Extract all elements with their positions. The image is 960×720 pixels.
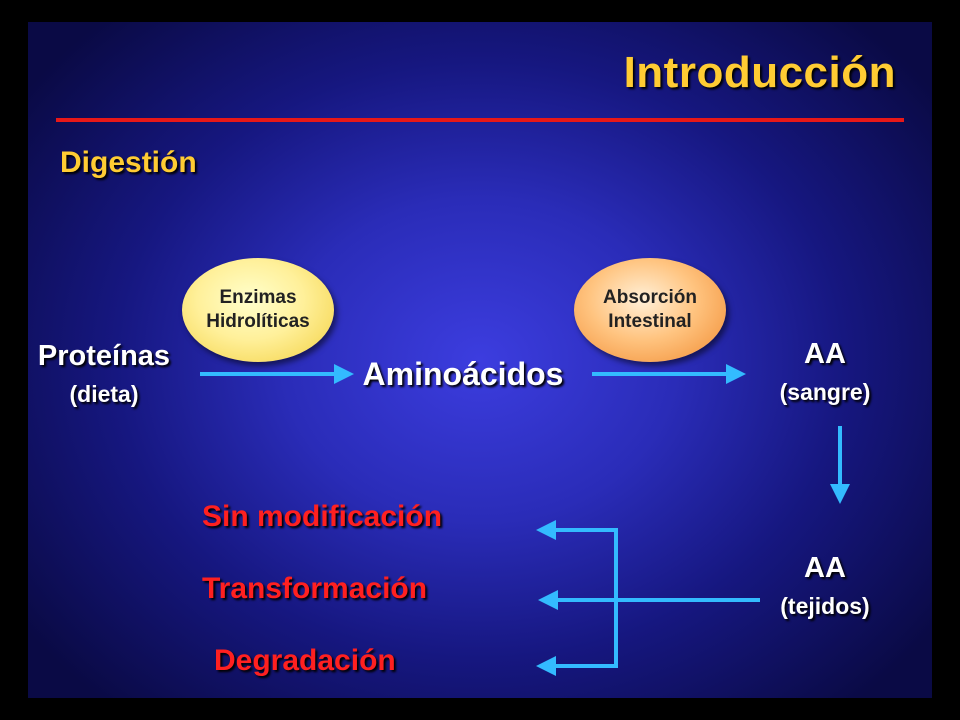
section-heading: Digestión bbox=[60, 146, 197, 179]
enzymes-oval: Enzimas Hidrolíticas bbox=[182, 258, 334, 362]
aa-tissue-node: AA (tejidos) bbox=[750, 552, 900, 620]
proteins-node: Proteínas (dieta) bbox=[28, 340, 194, 408]
amino-acids-node: Aminoácidos bbox=[362, 356, 564, 392]
outcome-sin-modificacion: Sin modificación bbox=[202, 500, 443, 533]
proteins-label: Proteínas bbox=[37, 340, 171, 372]
outcome-degradacion: Degradación bbox=[214, 644, 396, 677]
title-underline bbox=[56, 118, 904, 122]
slide: Introducción Digestión Enzimas Hidrolíti… bbox=[28, 22, 932, 698]
proteins-sublabel: (dieta) bbox=[69, 381, 139, 407]
enzymes-line2: Hidrolíticas bbox=[206, 311, 310, 332]
branch-connector bbox=[542, 528, 618, 668]
aa-blood-sublabel: (sangre) bbox=[779, 379, 871, 405]
outcome-transformacion: Transformación bbox=[202, 572, 428, 605]
flow-arrows bbox=[200, 364, 850, 676]
slide-title: Introducción bbox=[623, 48, 896, 97]
aa-blood-label: AA bbox=[804, 338, 846, 370]
aa-blood-node: AA (sangre) bbox=[750, 338, 900, 406]
enzymes-line1: Enzimas bbox=[219, 287, 297, 308]
aa-tissue-label: AA bbox=[804, 552, 846, 584]
absorption-line2: Intestinal bbox=[608, 311, 692, 332]
absorption-oval: Absorción Intestinal bbox=[574, 258, 726, 362]
absorption-line1: Absorción bbox=[603, 287, 697, 308]
aa-tissue-sublabel: (tejidos) bbox=[780, 593, 870, 619]
